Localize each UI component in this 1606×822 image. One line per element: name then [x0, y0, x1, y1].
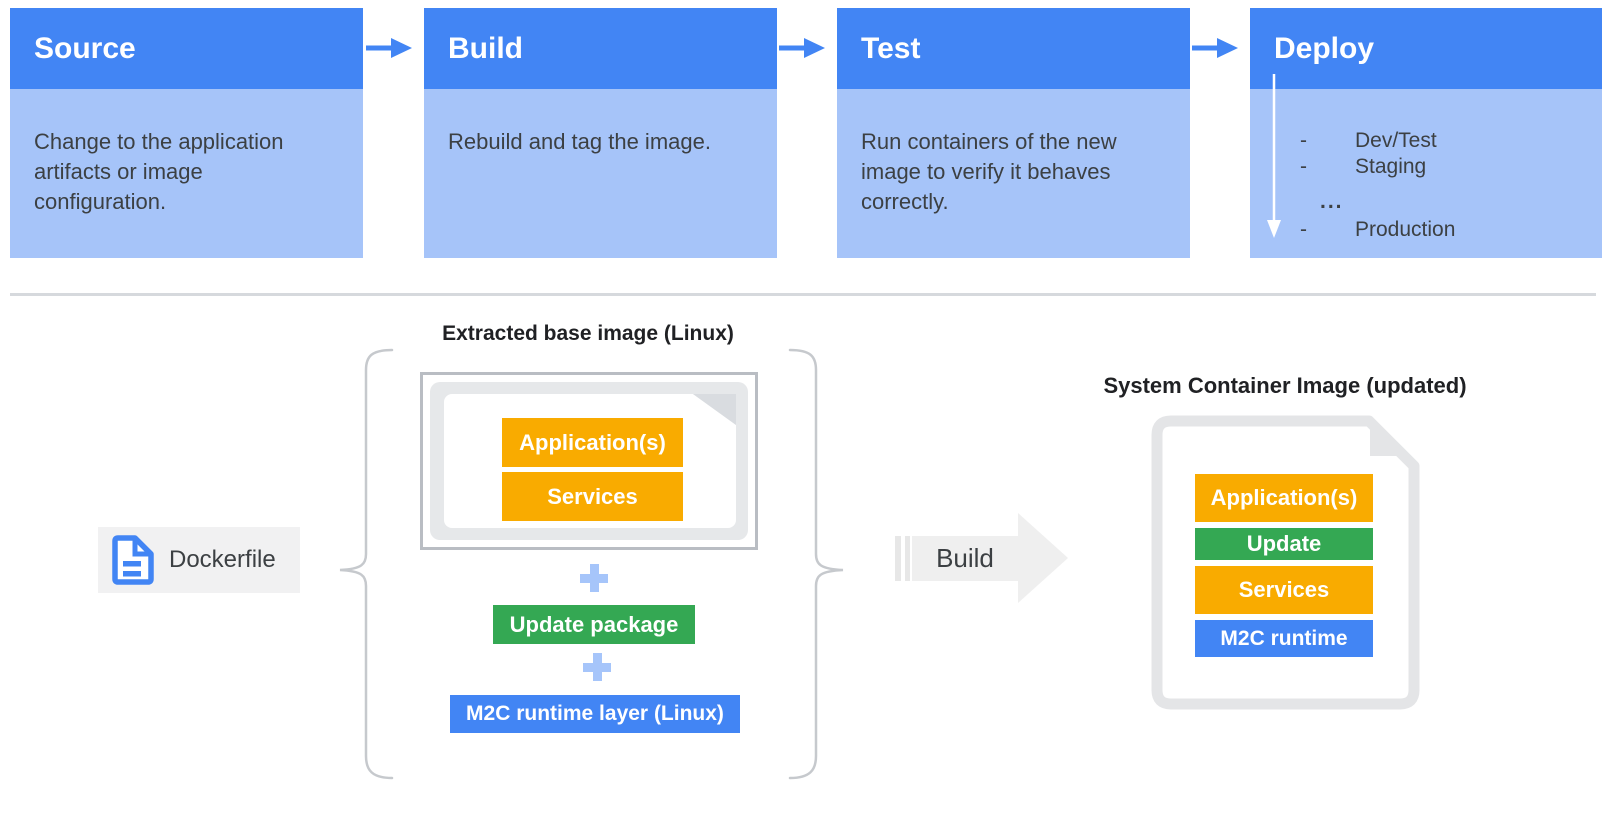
result-layer-services: Services [1195, 566, 1373, 614]
stage-build: Build Rebuild and tag the image. [424, 8, 777, 258]
dockerfile-chip: Dockerfile [98, 527, 300, 593]
list-dash: - [1300, 218, 1307, 241]
stage-test-description: Run containers of the new image to verif… [861, 129, 1117, 214]
deploy-target-row: - Dev/Test [1250, 128, 1602, 154]
plus-icon [580, 564, 608, 592]
extracted-base-image-title: Extracted base image (Linux) [442, 322, 734, 345]
stage-deploy: Deploy - Dev/Test - Staging ... - Produc… [1250, 8, 1602, 258]
layer-services: Services [502, 472, 683, 521]
build-arrow-label: Build [936, 543, 994, 573]
stage-test-title: Test [861, 32, 921, 65]
deploy-target-devtest: Dev/Test [1355, 129, 1437, 152]
deploy-target-row: - Staging [1250, 154, 1602, 180]
stage-source-description: Change to the application artifacts or i… [34, 129, 284, 214]
plus-icon [583, 653, 611, 681]
deploy-target-production: Production [1355, 218, 1456, 241]
stage-build-title: Build [448, 32, 523, 65]
deploy-targets-ellipsis: ... [1320, 190, 1344, 213]
deploy-target-row: - Production [1250, 217, 1602, 243]
stage-deploy-body [1250, 89, 1602, 258]
arrow-build-to-test-icon [779, 38, 825, 58]
deploy-target-staging: Staging [1355, 155, 1427, 178]
arrow-test-to-deploy-icon [1192, 38, 1238, 58]
stage-test: Test Run containers of the new image to … [837, 8, 1190, 258]
build-arrow-icon [895, 513, 1068, 603]
grouping-braces-icon [339, 348, 844, 780]
result-layer-m2c-runtime: M2C runtime [1195, 620, 1373, 657]
stage-build-description: Rebuild and tag the image. [448, 129, 711, 154]
list-dash: - [1300, 129, 1307, 152]
stage-deploy-title: Deploy [1274, 32, 1375, 65]
stage-source-title: Source [34, 32, 136, 65]
layer-m2c-runtime: M2C runtime layer (Linux) [450, 695, 740, 733]
stage-source: Source Change to the application artifac… [10, 8, 363, 258]
stage-source-header: Source [10, 8, 363, 89]
arrow-source-to-build-icon [366, 38, 412, 58]
stage-build-body: Rebuild and tag the image. [424, 89, 777, 258]
stage-deploy-header: Deploy [1250, 8, 1602, 89]
dockerfile-file-icon [112, 535, 154, 585]
stage-source-body: Change to the application artifacts or i… [10, 89, 363, 258]
layer-update-package: Update package [493, 605, 695, 644]
stage-test-header: Test [837, 8, 1190, 89]
result-layer-update: Update [1195, 528, 1373, 560]
list-dash: - [1300, 155, 1307, 178]
section-divider [10, 293, 1596, 296]
stage-test-body: Run containers of the new image to verif… [837, 89, 1190, 258]
layer-applications: Application(s) [502, 418, 683, 467]
system-container-image-title: System Container Image (updated) [1103, 373, 1467, 398]
result-layer-applications: Application(s) [1195, 474, 1373, 522]
deploy-progression-arrow-icon [1267, 74, 1281, 238]
dockerfile-label: Dockerfile [169, 546, 276, 573]
system-container-document-icon [1151, 415, 1420, 710]
stage-build-header: Build [424, 8, 777, 89]
